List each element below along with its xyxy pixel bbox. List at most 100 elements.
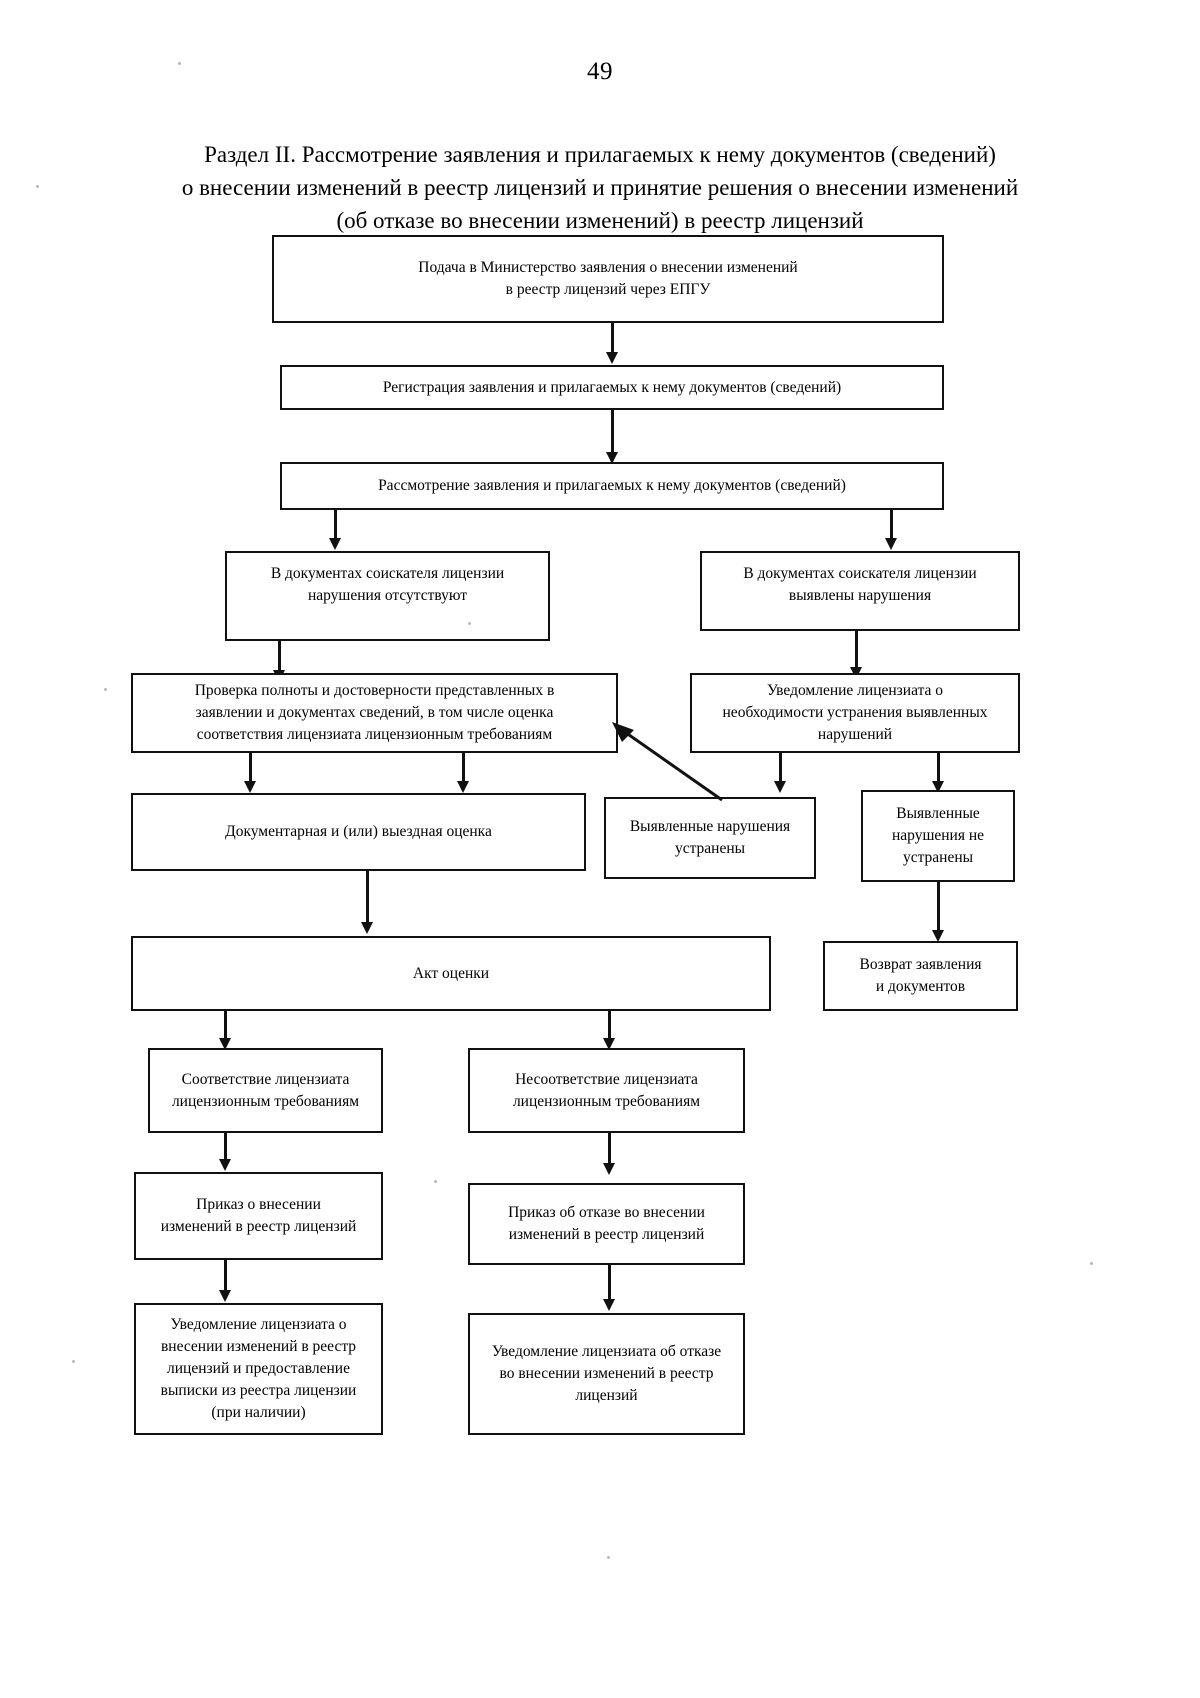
flow-node-order-amend-registry-line-2: изменений в реестр лицензий <box>160 1218 357 1235</box>
page-number: 49 <box>587 58 613 85</box>
flow-node-return-application: Возврат заявления и документов <box>823 941 1018 1011</box>
flow-node-assessment-act: Акт оценки <box>131 936 771 1011</box>
flow-node-notify-remediation-line-1: Уведомление лицензиата о <box>766 682 944 699</box>
arrowhead-n11-n13 <box>219 1038 231 1050</box>
flow-node-submit-application: Подача в Министерство заявления о внесен… <box>272 235 944 323</box>
title-line-1: Раздел II. Рассмотрение заявления и прил… <box>204 142 996 167</box>
arrowhead-n11-n14 <box>603 1038 615 1050</box>
flow-node-no-violations: В документах соискателя лицензии нарушен… <box>225 551 550 641</box>
flow-node-register-application-line-1: Регистрация заявления и прилагаемых к не… <box>382 378 842 396</box>
flow-node-order-amend-registry: Приказ о внесении изменений в реестр лиц… <box>134 1172 383 1260</box>
connector-n4-n6 <box>278 641 281 676</box>
flow-node-notify-amendment-made: Уведомление лицензиата о внесении измене… <box>134 1303 383 1435</box>
flow-node-notify-refusal-line-1: Уведомление лицензиата об отказе <box>491 1343 722 1360</box>
flow-node-review-application-line-1: Рассмотрение заявления и прилагаемых к н… <box>378 477 846 494</box>
flow-node-non-compliant-line-2: лицензионным требованиям <box>512 1092 701 1110</box>
connector-n5-n7 <box>855 631 858 673</box>
scan-speck <box>434 1180 437 1183</box>
page-title: Раздел II. Рассмотрение заявления и прил… <box>140 138 1060 237</box>
flow-node-non-compliant: Несоответствие лицензиата лицензионным т… <box>468 1048 745 1133</box>
flow-node-violations-found: В документах соискателя лицензии выявлен… <box>700 551 1020 631</box>
connector-n7-n9 <box>779 753 782 787</box>
flow-node-completeness-check-line-3: соответствия лицензиата лицензионным тре… <box>196 726 553 743</box>
scan-speck <box>72 1360 75 1363</box>
connector-n11-n14 <box>608 1011 611 1044</box>
flow-node-notify-refusal-line-2: во внесении изменений в реестр <box>499 1365 714 1382</box>
flow-node-compliant: Соответствие лицензиата лицензионным тре… <box>148 1048 383 1133</box>
arrowhead-n14-n16 <box>603 1163 615 1175</box>
flow-node-violations-not-remedied-line-2: нарушения не <box>891 827 985 844</box>
arrowhead-n16-n18 <box>603 1299 615 1311</box>
flow-node-submit-application-line-2: в реестр лицензий через ЕПГУ <box>505 281 711 298</box>
connector-n8-n11 <box>366 871 369 928</box>
flow-node-register-application: Регистрация заявления и прилагаемых к не… <box>280 365 944 410</box>
flow-node-compliant-line-1: Соответствие лицензиата <box>181 1070 350 1088</box>
arrowhead-n7-n9 <box>774 781 786 793</box>
arrowhead-n10-n12 <box>932 930 944 942</box>
flow-node-violations-found-line-1: В документах соискателя лицензии <box>743 565 977 582</box>
flow-node-completeness-check: Проверка полноты и достоверности предста… <box>131 673 618 753</box>
connector-n3-right-stem <box>890 510 893 543</box>
flow-node-notify-amendment-made-line-2: внесении изменений в реестр <box>160 1338 357 1355</box>
arrowhead-n8-n11 <box>361 922 373 934</box>
flow-node-order-amend-registry-line-1: Приказ о внесении <box>196 1196 321 1213</box>
scan-speck <box>104 688 107 691</box>
flow-node-review-application: Рассмотрение заявления и прилагаемых к н… <box>280 462 944 510</box>
scan-speck <box>468 622 471 625</box>
arrowhead-n15-n17 <box>219 1290 231 1302</box>
scan-speck <box>36 185 39 188</box>
flow-node-return-application-line-1: Возврат заявления <box>859 956 982 973</box>
flow-node-violations-found-line-2: выявлены нарушения <box>788 587 932 604</box>
arrowhead-n6-n8-left <box>244 781 256 793</box>
arrowhead-n3-n4 <box>329 538 341 550</box>
connector-n13-n15 <box>224 1133 227 1166</box>
scan-speck <box>607 1556 610 1559</box>
arrowhead-n2-n3 <box>606 452 618 464</box>
arrowhead-n13-n15 <box>219 1159 231 1171</box>
flow-node-compliant-line-2: лицензионным требованиям <box>171 1092 360 1110</box>
flow-node-order-refuse-amend: Приказ об отказе во внесении изменений в… <box>468 1183 745 1265</box>
connector-n6-n8-right <box>462 753 465 787</box>
flow-node-notify-remediation-line-2: необходимости устранения выявленных <box>722 704 988 721</box>
flow-node-violations-not-remedied-line-1: Выявленные <box>896 805 980 822</box>
flow-node-violations-not-remedied: Выявленные нарушения не устранены <box>861 790 1015 882</box>
flow-node-non-compliant-line-1: Несоответствие лицензиата <box>515 1070 698 1088</box>
connector-n2-n3 <box>611 410 614 458</box>
flow-node-notify-amendment-made-line-5: (при наличии) <box>211 1404 306 1421</box>
arrowhead-n6-n8-right <box>457 781 469 793</box>
flow-node-no-violations-line-2: нарушения отсутствуют <box>307 587 468 604</box>
connector-n3-left-stem <box>334 510 337 543</box>
flow-node-assessment-act-line-1: Акт оценки <box>412 964 490 982</box>
scan-speck <box>178 62 181 65</box>
flow-node-violations-remedied-line-1: Выявленные нарушения <box>629 818 791 835</box>
flow-node-submit-application-line-1: Подача в Министерство заявления о внесен… <box>418 259 798 276</box>
flow-node-documentary-onsite-assessment-line-1: Документарная и (или) выездная оценка <box>225 823 492 840</box>
flow-node-notify-remediation: Уведомление лицензиата о необходимости у… <box>690 673 1020 753</box>
arrowhead-n3-n5 <box>885 538 897 550</box>
connector-n14-n16 <box>608 1133 611 1169</box>
scan-speck <box>1090 1262 1093 1265</box>
flow-node-notify-refusal: Уведомление лицензиата об отказе во внес… <box>468 1313 745 1435</box>
connector-n10-n12 <box>937 882 940 936</box>
flow-node-return-application-line-2: и документов <box>875 978 966 995</box>
flow-node-notify-amendment-made-line-4: выписки из реестра лицензии <box>160 1382 357 1399</box>
flow-node-notify-amendment-made-line-1: Уведомление лицензиата о <box>170 1316 347 1333</box>
flow-node-violations-remedied-line-2: устранены <box>674 840 746 857</box>
connector-n6-n8-left <box>249 753 252 787</box>
flow-node-order-refuse-amend-line-1: Приказ об отказе во внесении <box>508 1204 705 1221</box>
flow-node-completeness-check-line-1: Проверка полноты и достоверности предста… <box>194 682 555 699</box>
flow-node-completeness-check-line-2: заявлении и документах сведений, в том ч… <box>195 704 554 721</box>
connector-n15-n17 <box>224 1260 227 1296</box>
flow-node-notify-amendment-made-line-3: лицензий и предоставление <box>167 1360 350 1377</box>
connector-n7-n10 <box>937 753 940 787</box>
flow-node-documentary-onsite-assessment: Документарная и (или) выездная оценка <box>131 793 586 871</box>
flow-node-violations-remedied: Выявленные нарушения устранены <box>604 797 816 879</box>
flow-node-no-violations-line-1: В документах соискателя лицензии <box>270 565 505 582</box>
flow-node-notify-refusal-line-3: лицензий <box>575 1387 638 1404</box>
connector-n1-n2 <box>611 323 614 359</box>
flow-node-order-refuse-amend-line-2: изменений в реестр лицензий <box>508 1226 705 1243</box>
title-line-3: (об отказе во внесении изменений) в реес… <box>336 208 864 233</box>
connector-n16-n18 <box>608 1265 611 1305</box>
connector-n11-n13 <box>224 1011 227 1044</box>
